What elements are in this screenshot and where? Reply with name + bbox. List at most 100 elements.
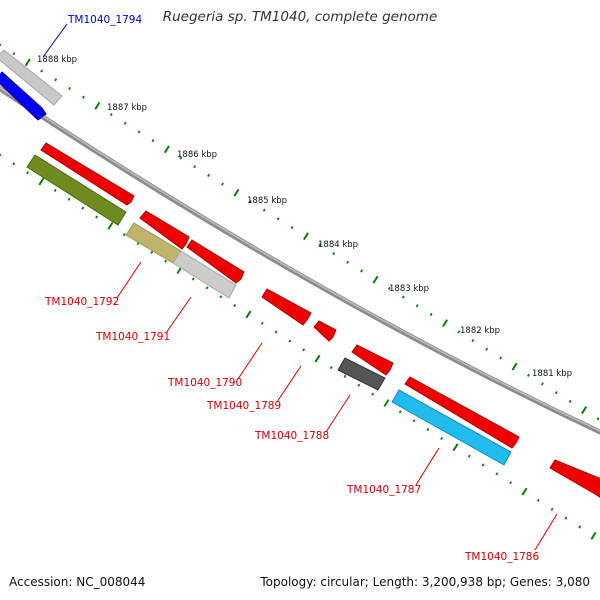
genome-summary-text: Topology: circular; Length: 3,200,938 bp… [260,575,590,589]
minor-tick [274,330,278,334]
minor-tick [564,516,568,520]
major-tick [452,443,459,452]
minor-tick [332,252,336,256]
minor-tick [53,188,57,193]
major-tick [245,310,252,319]
feature-blocks [0,49,600,498]
feature-blue-1794 [0,71,47,121]
minor-tick [554,391,558,395]
leader-line [415,447,440,486]
minor-tick [550,507,554,511]
minor-tick [398,410,402,414]
feature-red-c [186,239,245,284]
major-tick [590,531,597,540]
gene-label-tm1040-1794: TM1040_1794 [67,14,142,26]
major-tick [38,177,45,186]
minor-tick [205,286,209,290]
leader-line [116,261,142,299]
gene-label-tm1040-1789: TM1040_1789 [206,400,281,412]
major-tick [521,487,528,496]
leader-line [534,513,558,551]
minor-tick [54,78,58,82]
minor-tick [481,463,485,467]
leader-line [165,296,192,334]
minor-tick [123,121,127,125]
minor-tick [12,52,16,56]
feature-dark-gray [337,357,386,391]
minor-tick [95,215,99,219]
feature-light-gray [172,250,237,299]
minor-tick [81,95,85,99]
minor-tick [499,356,503,360]
gene-label-tm1040-1786: TM1040_1786 [464,551,539,563]
feature-gray-1794-region [0,49,63,106]
feature-red-h [549,459,600,498]
minor-tick [150,250,154,255]
major-tick [442,319,448,328]
feature-red-g [404,376,520,449]
minor-tick [288,339,292,343]
major-tick [107,221,114,230]
tick-label: 1885 kbp [247,196,287,206]
map-title: Ruegeria sp. TM1040, complete genome [162,9,438,25]
leader-line [276,365,302,403]
feature-cyan [391,389,512,466]
minor-tick [221,182,224,186]
minor-tick [343,374,347,379]
minor-tick [193,165,197,169]
minor-tick [346,260,350,264]
minor-tick [485,347,489,351]
minor-tick [151,139,155,143]
feature-red-a [40,142,135,206]
minor-tick [415,304,419,308]
minor-tick [426,427,430,432]
minor-tick [360,269,364,273]
feature-green [26,154,127,226]
minor-tick [290,225,294,230]
minor-tick [387,286,391,290]
major-tick [94,101,101,110]
tick-label: 1883 kbp [389,284,429,294]
gene-label-tm1040-1792: TM1040_1792 [44,296,119,308]
major-tick [314,354,321,363]
minor-tick [440,436,444,440]
minor-tick [540,382,544,386]
tick-label: 1882 kbp [460,326,500,336]
minor-tick [262,208,266,212]
minor-tick [0,43,2,47]
minor-tick [596,417,600,421]
scale-labels: 1888 kbp 1887 kbp 1886 kbp 1885 kbp 1884… [37,55,572,379]
gene-label-tm1040-1790: TM1040_1790 [167,377,242,389]
major-tick [302,232,309,241]
minor-tick [457,330,461,334]
minor-tick [527,373,530,377]
major-tick [233,188,240,197]
minor-tick [191,277,195,281]
minor-tick [318,243,322,247]
minor-tick [467,454,471,458]
feature-red-f [351,344,394,376]
minor-tick [81,206,85,210]
leader-line [42,23,68,58]
minor-tick [219,295,223,299]
major-tick [511,362,518,371]
genome-backbone-highlight [0,86,600,432]
major-tick [163,145,170,154]
minor-tick [179,156,183,160]
minor-tick [68,86,71,91]
gene-label-tm1040-1787: TM1040_1787 [346,484,421,496]
tick-label: 1887 kbp [107,103,147,113]
genome-backbone [0,85,600,435]
accession-text: Accession: NC_008044 [9,575,146,589]
minor-tick [302,348,306,352]
minor-tick [568,399,572,403]
major-tick [24,58,31,67]
minor-tick [578,525,582,529]
feature-red-d [261,288,312,326]
minor-tick [233,303,237,308]
minor-tick [109,112,113,117]
minor-tick [122,233,126,237]
minor-tick [137,130,141,134]
minor-tick [495,472,499,476]
